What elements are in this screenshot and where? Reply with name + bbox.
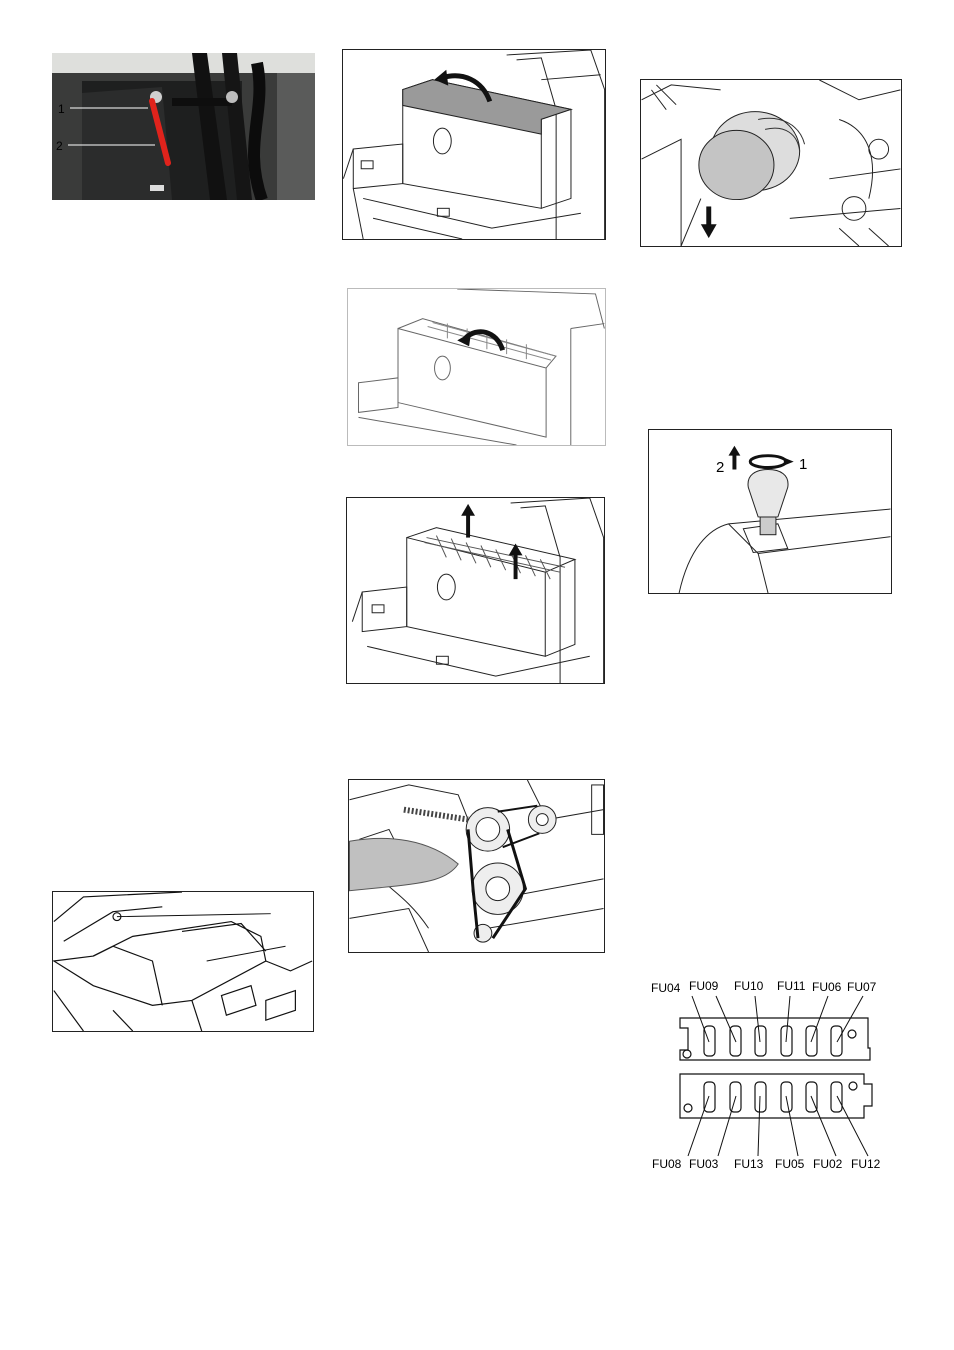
air-filter-illustration xyxy=(641,80,901,246)
breather-callout-1: 1 xyxy=(799,457,807,472)
grille-lift-figure xyxy=(346,497,605,684)
bonnet-support-illustration xyxy=(52,53,315,200)
air-filter-figure xyxy=(640,79,902,247)
fuse-label: FU02 xyxy=(813,1158,842,1170)
fuse-label: FU08 xyxy=(652,1158,681,1170)
fuse-label: FU10 xyxy=(734,980,763,992)
fuse-label: FU09 xyxy=(689,980,718,992)
belt-drive-illustration xyxy=(349,780,604,952)
breather-callout-2: 2 xyxy=(716,460,724,475)
fuse-label: FU07 xyxy=(847,981,876,993)
callout-2: 2 xyxy=(56,140,63,152)
fuse-label: FU05 xyxy=(775,1158,804,1170)
callout-1: 1 xyxy=(58,103,65,115)
bonnet-support-photo xyxy=(52,53,315,200)
belt-drive-figure xyxy=(348,779,605,953)
fuse-label: FU04 xyxy=(651,982,680,994)
fuse-label: FU13 xyxy=(734,1158,763,1170)
grille-hinge-illustration xyxy=(348,289,605,445)
fuse-label: FU03 xyxy=(689,1158,718,1170)
breather-cap-illustration xyxy=(649,430,891,593)
grille-lift-illustration xyxy=(347,498,604,683)
grille-hinge-figure xyxy=(347,288,606,446)
top-cover-open-figure xyxy=(342,49,606,240)
fuse-label: FU12 xyxy=(851,1158,880,1170)
breather-cap-figure xyxy=(648,429,892,594)
fuse-label: FU11 xyxy=(777,980,805,992)
hood-overview-figure xyxy=(52,891,314,1032)
fuse-label: FU06 xyxy=(812,981,841,993)
fuse-panel-figure xyxy=(648,978,892,1174)
top-cover-illustration xyxy=(343,50,605,239)
fuse-panel-illustration xyxy=(648,978,892,1174)
hood-overview-illustration xyxy=(53,892,313,1031)
